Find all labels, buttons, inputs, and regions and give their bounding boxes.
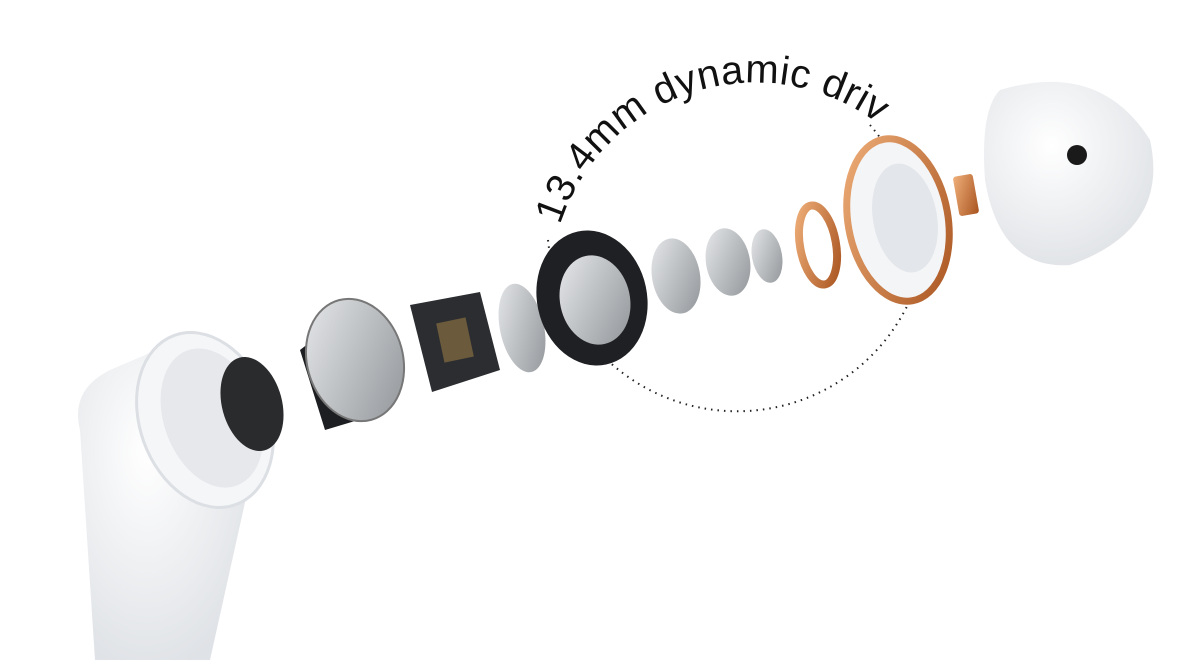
driver-disc-3 bbox=[751, 229, 783, 283]
diaphragm bbox=[843, 135, 953, 305]
sound-port bbox=[1067, 145, 1087, 165]
voice-coil bbox=[794, 201, 842, 289]
earbud-stem-shell bbox=[78, 331, 275, 660]
driver-frame bbox=[536, 230, 648, 366]
battery-cylinder bbox=[300, 297, 406, 430]
driver-size-label: 13.4mm dynamic driver bbox=[0, 0, 898, 228]
foam-mesh bbox=[220, 356, 284, 452]
circuit-board bbox=[410, 292, 500, 392]
copper-connector bbox=[953, 174, 979, 216]
driver-disc-2 bbox=[705, 228, 751, 296]
driver-dotted-outline bbox=[547, 239, 911, 413]
driver-disc-1 bbox=[651, 238, 701, 314]
magnet-disc bbox=[498, 283, 546, 373]
earbud-front-shell bbox=[984, 81, 1154, 266]
